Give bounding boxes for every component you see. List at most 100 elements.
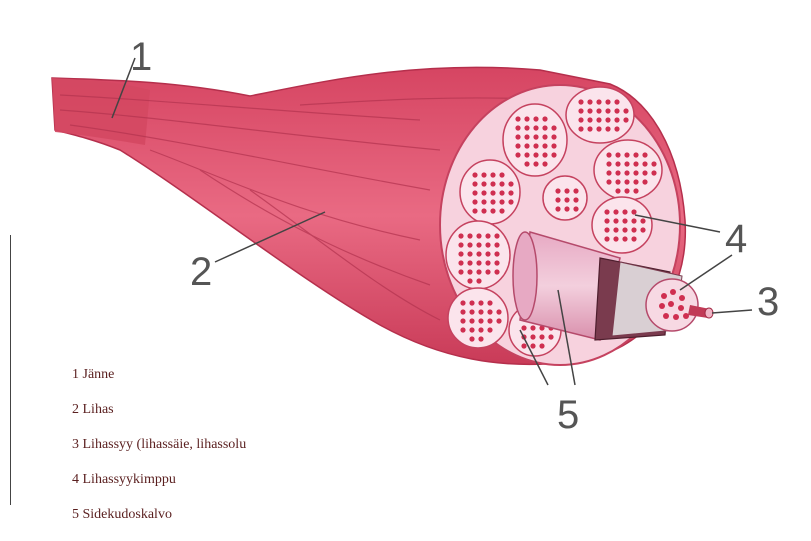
fiber-dot [633, 179, 638, 184]
fiber-dot [494, 242, 499, 247]
fiber-dot [533, 116, 538, 121]
fiber-dot [633, 188, 638, 193]
fiber-dot [490, 181, 495, 186]
fiber-dot [615, 179, 620, 184]
fiber-dot [651, 170, 656, 175]
fiber-dot [624, 152, 629, 157]
fiber-dot [521, 343, 526, 348]
fiber-dot [490, 199, 495, 204]
fiber-dot [499, 190, 504, 195]
fascicle [448, 288, 508, 348]
fiber-dot [469, 327, 474, 332]
fiber-dot [631, 218, 636, 223]
callout-3: 3 [757, 280, 779, 324]
fiber-dot [515, 125, 520, 130]
fiber-dot [633, 161, 638, 166]
fiber-dot [481, 172, 486, 177]
fiber-dot [458, 233, 463, 238]
fiber-dot [542, 125, 547, 130]
fiber-dot [614, 126, 619, 131]
fascicle [543, 176, 587, 220]
legend-item-muscle: 2 Lihas [72, 401, 246, 436]
fiber-dot [472, 172, 477, 177]
fiber-dot [542, 161, 547, 166]
fiber-dot [578, 117, 583, 122]
fiber-dot [478, 327, 483, 332]
fiber-dot [460, 327, 465, 332]
fiber-dot [524, 143, 529, 148]
fiber-dot [467, 260, 472, 265]
fiber-dot [624, 161, 629, 166]
fiber-dot [533, 161, 538, 166]
fiber-dot [460, 309, 465, 314]
fiber-dot [469, 300, 474, 305]
fiber-dot [542, 134, 547, 139]
fiber-dot [490, 190, 495, 195]
fiber-dot [573, 197, 578, 202]
fiber-dot [596, 108, 601, 113]
callout-5: 5 [557, 393, 579, 437]
fiber-dot [467, 278, 472, 283]
legend-item-muscle-fiber: 3 Lihassyy (lihassäie, lihassolu [72, 436, 246, 471]
fiber-dot [615, 188, 620, 193]
fiber-dot [614, 99, 619, 104]
fiber-dot [472, 190, 477, 195]
fiber-dot [578, 126, 583, 131]
fiber-dot [642, 170, 647, 175]
fiber-dot [604, 236, 609, 241]
fiber-dot [472, 199, 477, 204]
fiber-dot [478, 336, 483, 341]
fiber-dot [469, 336, 474, 341]
legend-item-fascicle: 4 Lihassyykimppu [72, 471, 246, 506]
fiber-dot [615, 170, 620, 175]
fiber-dot [642, 179, 647, 184]
fiber-dot [622, 209, 627, 214]
fascicle [592, 197, 652, 253]
fiber-dot [496, 318, 501, 323]
fiber-dot [548, 334, 553, 339]
fiber-dot [458, 251, 463, 256]
fiber-dot [587, 108, 592, 113]
fiber-dot [487, 318, 492, 323]
fiber-dot [551, 125, 556, 130]
fiber-dot [542, 116, 547, 121]
fiber-dot [472, 181, 477, 186]
fiber-dot [631, 236, 636, 241]
fiber-dot [524, 116, 529, 121]
fiber-dot [494, 269, 499, 274]
fiber-dot [555, 188, 560, 193]
fiber-dot [515, 143, 520, 148]
fiber-dot [487, 327, 492, 332]
fiber-dot [485, 260, 490, 265]
fiber-dot [478, 309, 483, 314]
fiber-dot [615, 161, 620, 166]
fiber-dot [651, 161, 656, 166]
fiber-dot [469, 309, 474, 314]
fiber-dot [587, 126, 592, 131]
fiber-dot [604, 209, 609, 214]
fiber-dot [631, 227, 636, 232]
fiber-dot [613, 209, 618, 214]
fiber-dot [472, 208, 477, 213]
fiber-dot [487, 300, 492, 305]
fiber-dot [596, 99, 601, 104]
fiber-dot [642, 161, 647, 166]
fascicle [566, 87, 634, 143]
fiber-dot [564, 206, 569, 211]
fiber-dot [508, 181, 513, 186]
fiber-dot [613, 227, 618, 232]
fiber-dot [606, 161, 611, 166]
fiber-dot [631, 209, 636, 214]
fiber-dot [555, 206, 560, 211]
fiber-dot [485, 269, 490, 274]
fiber-dot [515, 152, 520, 157]
fiber-dot [640, 227, 645, 232]
legend-item-tendon: 1 Jänne [72, 366, 246, 401]
fiber-dot [542, 143, 547, 148]
fiber-dot [624, 170, 629, 175]
fiber-dot [515, 116, 520, 121]
fiber-dot [467, 242, 472, 247]
fiber-dot [539, 343, 544, 348]
fiber-dot [623, 108, 628, 113]
fiber-dot [605, 126, 610, 131]
